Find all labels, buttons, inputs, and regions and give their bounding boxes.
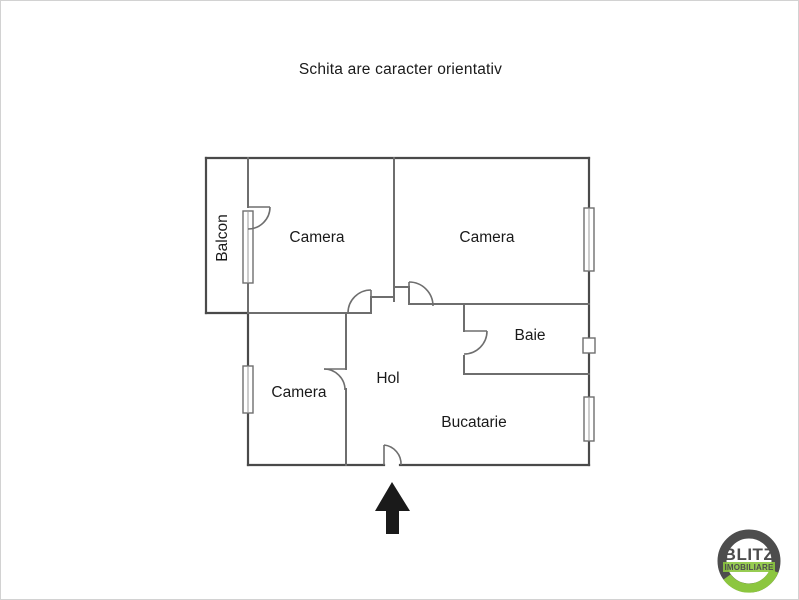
window-baie <box>582 337 596 354</box>
door-camera-3 <box>323 368 346 391</box>
room-label-camera-3: Camera <box>271 384 327 401</box>
room-label-balcon: Balcon <box>214 214 231 261</box>
room-label-camera-2: Camera <box>459 229 515 246</box>
blitz-imobiliare-logo: BLITZ IMOBILIARE <box>717 529 781 593</box>
door-entrance <box>383 444 402 466</box>
page-title: Schita are caracter orientativ <box>298 61 503 78</box>
room-label-hol: Hol <box>376 370 399 387</box>
door-baie <box>463 330 488 355</box>
room-label-baie: Baie <box>514 327 545 344</box>
door-camera-2 <box>408 281 434 307</box>
logo-subtitle-text: IMOBILIARE <box>724 563 774 572</box>
door-group <box>247 206 488 466</box>
interior-walls <box>247 157 590 466</box>
door-balcon <box>247 206 271 230</box>
entrance-arrow-icon <box>375 482 410 534</box>
room-label-bucatarie: Bucatarie <box>441 414 506 431</box>
logo-brand-text: BLITZ <box>724 545 775 564</box>
room-label-camera-1: Camera <box>289 229 345 246</box>
window-group <box>242 207 596 442</box>
door-camera-1 <box>347 289 372 314</box>
exterior-walls <box>204 156 591 467</box>
